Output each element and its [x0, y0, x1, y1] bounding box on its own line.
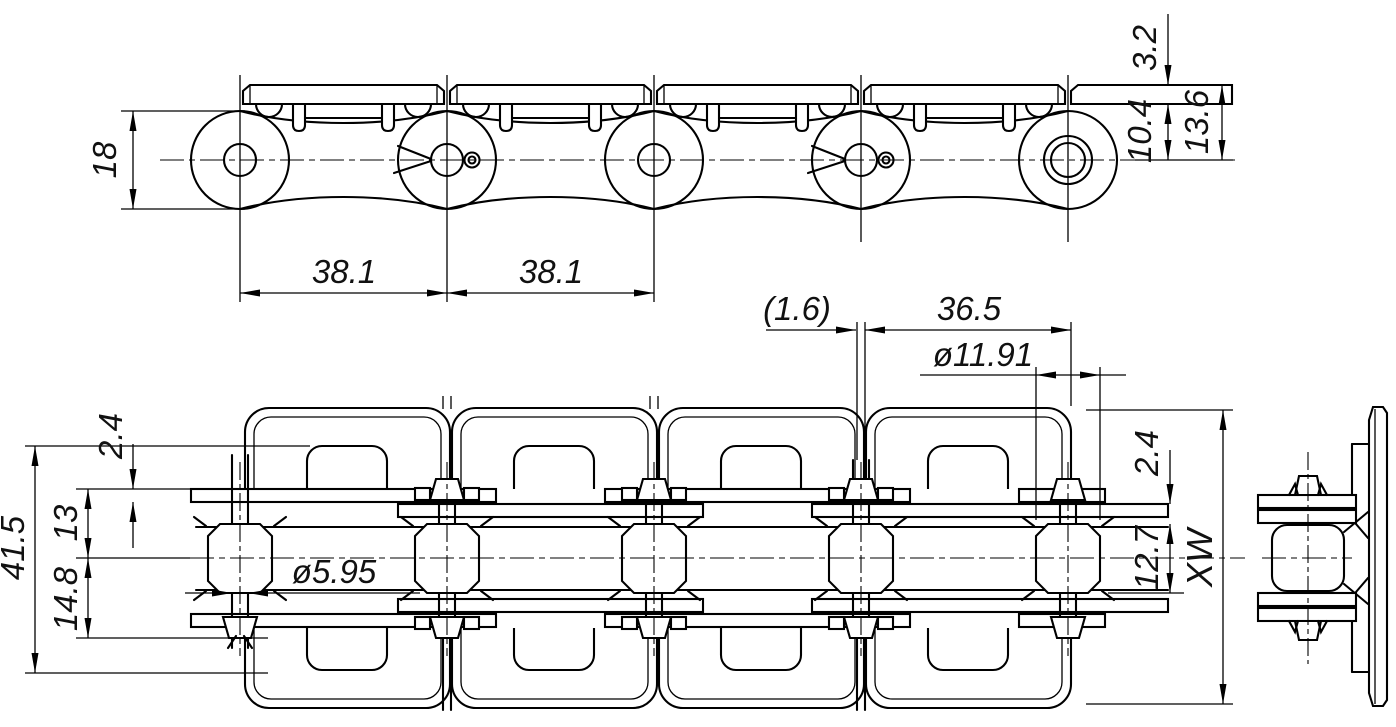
cotter-pin-2 — [392, 142, 481, 178]
dim-top-plate-thickness: 3.2 — [1126, 14, 1185, 105]
svg-text:13.6: 13.6 — [1178, 89, 1215, 154]
dim-center-to-lug: 14.8 — [47, 558, 92, 638]
cotter-pin-4 — [806, 142, 895, 178]
attachment-plate-end — [1367, 405, 1389, 708]
attachment-tabs — [254, 102, 1054, 133]
dim-plate-thickness-left: 2.4 — [92, 413, 137, 548]
dim-plate-gap: (1.6) — [763, 290, 856, 334]
dim-overall-width: XW — [1086, 409, 1233, 705]
svg-text:2.4: 2.4 — [92, 413, 129, 460]
dim-center-to-plate-top: 13.6 — [1178, 85, 1226, 160]
svg-text:12.7: 12.7 — [1128, 524, 1165, 590]
top-view: 18 38.1 38.1 3.2 10.4 13.6 — [86, 14, 1235, 302]
svg-text:13: 13 — [47, 504, 84, 541]
roller-end — [1042, 134, 1094, 186]
svg-text:38.1: 38.1 — [312, 253, 376, 290]
svg-text:2.4: 2.4 — [1128, 430, 1165, 477]
pins-plan — [221, 322, 1087, 712]
svg-text:18: 18 — [86, 141, 123, 178]
dim-pin-diameter: ø5.95 — [185, 553, 420, 597]
dim-plate-height: 18 — [86, 110, 245, 210]
svg-text:10.4: 10.4 — [1121, 99, 1158, 163]
svg-text:36.5: 36.5 — [937, 290, 1002, 327]
dim-center-to-plate-edge: 13 — [47, 488, 268, 639]
svg-text:41.5: 41.5 — [0, 515, 31, 580]
dim-pitch-2: 38.1 — [447, 253, 654, 297]
top-plate-cut — [1069, 83, 1234, 106]
svg-text:38.1: 38.1 — [519, 253, 583, 290]
svg-text:(1.6): (1.6) — [763, 290, 831, 327]
svg-text:3.2: 3.2 — [1126, 25, 1163, 71]
svg-text:14.8: 14.8 — [47, 566, 84, 631]
dim-roller-diameter: ø11.91 — [920, 336, 1126, 520]
dim-plate-thickness-right: 2.4 — [1128, 430, 1174, 504]
dim-attachment-width: 41.5 — [0, 445, 310, 674]
dim-attachment-length: 36.5 — [865, 290, 1072, 406]
top-plates — [241, 83, 1234, 106]
svg-text:ø5.95: ø5.95 — [292, 553, 377, 590]
svg-text:XW: XW — [1179, 526, 1220, 588]
dim-center-to-plate-bottom: 10.4 — [1121, 99, 1233, 163]
svg-text:ø11.91: ø11.91 — [933, 336, 1033, 373]
end-view — [1256, 405, 1389, 708]
pin-1 — [222, 142, 258, 178]
pin-3 — [636, 142, 672, 178]
dim-inner-width: 12.7 — [1108, 524, 1184, 594]
dim-pitch-1: 38.1 — [240, 253, 447, 297]
bottom-view: (1.6) 36.5 ø11.91 41.5 13 — [0, 290, 1245, 712]
